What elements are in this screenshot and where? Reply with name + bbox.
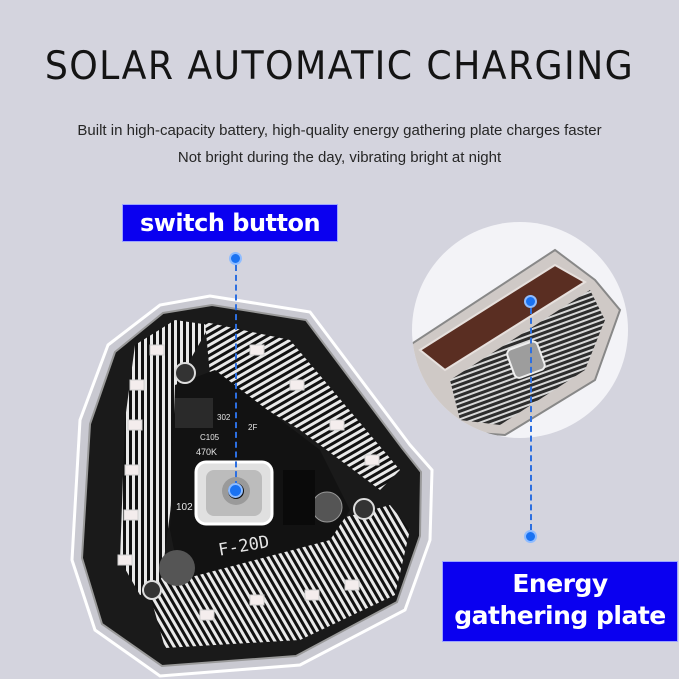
energy-callout-line-2: gathering plate [454,601,666,630]
label-2f: 2F [248,423,257,432]
page-title: SOLAR AUTOMATIC CHARGING [44,44,635,89]
energy-leader-line [530,308,532,530]
switch-button-callout: switch button [122,204,338,242]
energy-callout-line-1: Energy [512,569,608,598]
label-c105: C105 [200,433,220,442]
subtitle-line-2: Not bright during the day, vibrating bri… [177,149,502,166]
label-470k: 470K [196,447,217,457]
switch-marker-top-icon [229,252,242,265]
label-302: 302 [217,413,231,422]
energy-plate-callout: Energy gathering plate [442,561,678,642]
label-102: 102 [176,502,193,513]
energy-plate-closeup [412,222,628,438]
switch-leader-line [235,265,237,487]
energy-marker-bottom-icon [524,530,537,543]
subtitle-line-1: Built in high-capacity battery, high-qua… [77,122,602,139]
energy-marker-top-icon [524,295,537,308]
switch-marker-bottom-icon [228,483,243,498]
